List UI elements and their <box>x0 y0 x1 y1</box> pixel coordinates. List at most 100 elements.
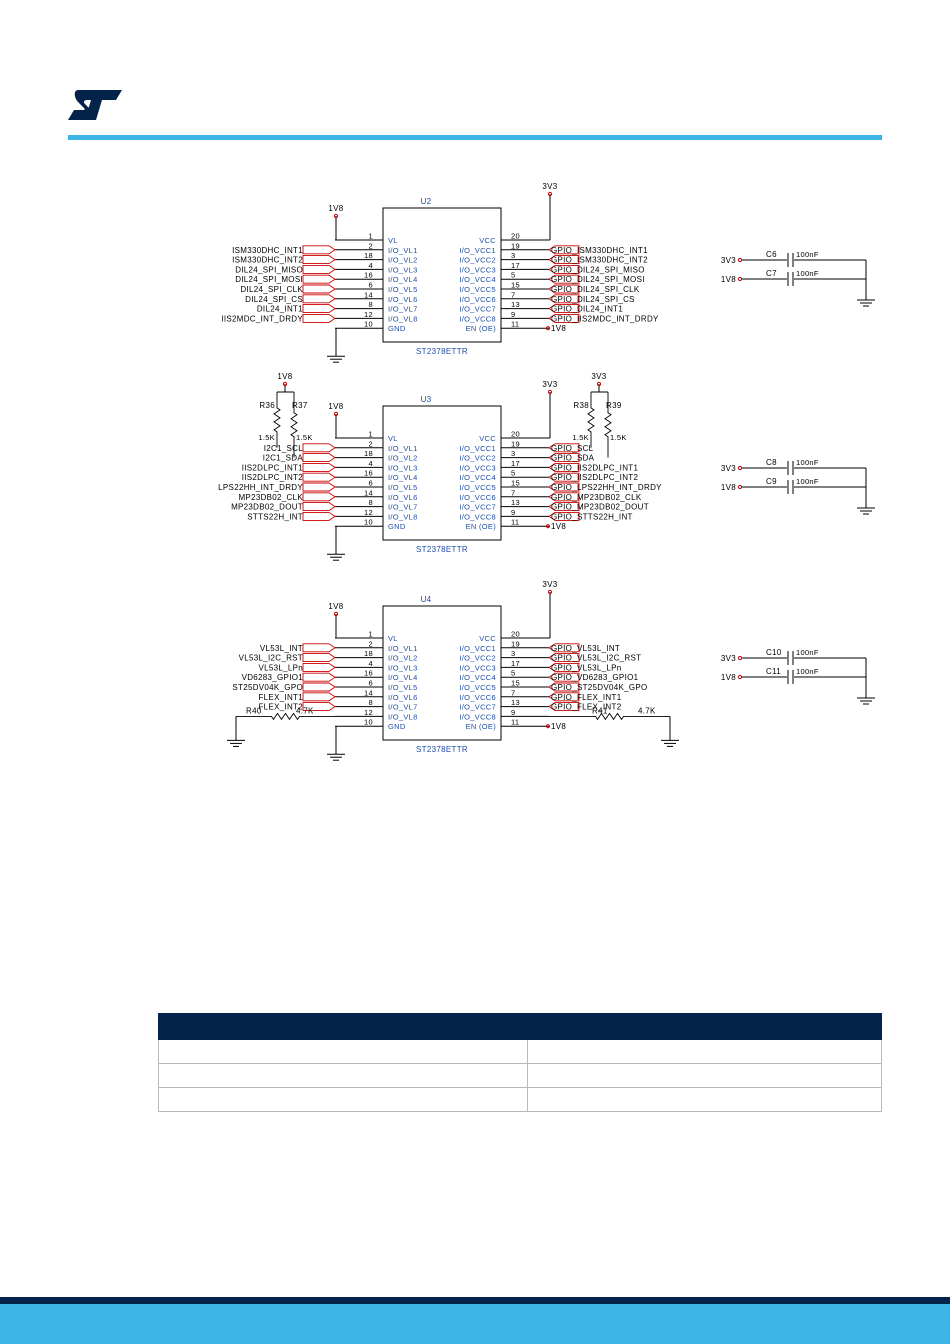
pin-number: 14 <box>364 290 373 299</box>
supply-label: 1V8 <box>328 204 343 213</box>
signal-port <box>302 692 336 702</box>
pin-name: I/O_VCC2 <box>459 454 496 463</box>
pin-number: 4 <box>369 659 373 668</box>
resistor-value-label: 1.5K <box>572 433 589 442</box>
supply-vcc-icon <box>547 589 553 595</box>
en-supply-icon <box>545 524 551 529</box>
en-supply-icon <box>545 724 551 729</box>
pin-name: I/O_VL5 <box>388 483 418 492</box>
signal-port <box>548 304 580 314</box>
signal-label: FLEX_INT1 <box>259 693 304 702</box>
cap-net-label: 3V3 <box>721 464 736 473</box>
pin-number: 3 <box>511 449 515 458</box>
pin-number: 7 <box>511 290 515 299</box>
pin-name: I/O_VL1 <box>388 644 418 653</box>
pin-name: I/O_VL3 <box>388 265 418 274</box>
pin-name: I/O_VL2 <box>388 256 418 265</box>
pin-name: I/O_VCC7 <box>459 503 496 512</box>
pin-name: I/O_VCC6 <box>459 493 496 502</box>
pulldown-resistor <box>549 712 670 721</box>
signal-label: ISM330DHC_INT1 <box>232 246 303 255</box>
pin-name: I/O_VCC1 <box>459 246 496 255</box>
pin-name: I/O_VL1 <box>388 246 418 255</box>
ground-icon <box>227 739 245 747</box>
resistor-ref-label: R41 <box>592 706 608 715</box>
signal-label: GPIO_IIS2DLPC_INT1 <box>551 463 638 472</box>
signal-label: IIS2DLPC_INT2 <box>242 473 304 482</box>
table-row <box>158 1063 882 1088</box>
signal-label: GPIO_DIL24_SPI_MISO <box>551 265 645 274</box>
pin-number: 19 <box>511 639 520 648</box>
pin-name: I/O_VL4 <box>388 673 418 682</box>
pullup-supply-icon <box>282 381 288 387</box>
signal-port <box>548 274 580 284</box>
cap-net-icon <box>737 674 743 680</box>
pin-number: 14 <box>364 688 373 697</box>
signal-port <box>302 294 336 304</box>
cap-value-label: 100nF <box>796 477 819 486</box>
signal-label: VL53L_I2C_RST <box>239 654 303 663</box>
signal-label: GPIO_IIS2MDC_INT_DRDY <box>551 314 659 323</box>
ic-ref-label: U3 <box>421 395 432 404</box>
supply-vl-icon <box>333 411 339 417</box>
pin-number: 8 <box>369 698 373 707</box>
signal-port <box>548 472 580 482</box>
signal-label: MP23DB02_DOUT <box>231 503 303 512</box>
cap-net-label: 1V8 <box>721 673 736 682</box>
pullup-resistor <box>604 392 612 458</box>
resistor-ref-label: R40 <box>246 706 262 715</box>
signal-label: VL53L_LPn <box>258 663 303 672</box>
resistor-ref-label: R36 <box>259 401 275 410</box>
table-header-row <box>158 1013 882 1040</box>
signal-label: GPIO_MP23DB02_CLK <box>551 493 642 502</box>
resistor-ref-label: R39 <box>606 401 622 410</box>
signal-label: GPIO_ISM330DHC_INT1 <box>551 246 648 255</box>
cap-value-label: 100nF <box>796 250 819 259</box>
pin-name: I/O_VL4 <box>388 275 418 284</box>
en-supply-label: 1V8 <box>551 722 566 731</box>
pin-number: 1 <box>369 232 373 241</box>
pin-name: I/O_VL5 <box>388 683 418 692</box>
pin-number: 17 <box>511 261 520 270</box>
pin-name: I/O_VL1 <box>388 444 418 453</box>
signal-port <box>548 692 580 702</box>
signal-port <box>302 502 336 512</box>
pin-number: 16 <box>364 669 373 678</box>
pin-name: I/O_VL5 <box>388 285 418 294</box>
pin-number: 9 <box>511 508 515 517</box>
signal-label: GPIO_VL53L_I2C_RST <box>551 654 641 663</box>
pin-name: EN (OE) <box>466 722 497 731</box>
signal-port <box>302 472 336 482</box>
signal-label: DIL24_SPI_CLK <box>240 285 303 294</box>
signal-port <box>548 482 580 492</box>
cap-net-icon <box>737 257 743 263</box>
ic-ref-label: U2 <box>421 197 432 206</box>
signal-port <box>548 245 580 255</box>
supply-vcc-icon <box>547 389 553 395</box>
table-cell <box>158 1087 528 1112</box>
signal-label: LPS22HH_INT_DRDY <box>218 483 303 492</box>
en-supply-label: 1V8 <box>551 324 566 333</box>
cap-net-label: 1V8 <box>721 483 736 492</box>
signal-port <box>548 443 580 453</box>
pin-name: EN (OE) <box>466 324 497 333</box>
signal-port <box>548 453 580 463</box>
pin-number: 1 <box>369 430 373 439</box>
signal-port <box>548 492 580 502</box>
signal-port <box>548 264 580 274</box>
signal-label: DIL24_INT1 <box>257 305 303 314</box>
ground-icon <box>327 355 345 363</box>
signal-port <box>548 502 580 512</box>
resistor-value-label: 1.5K <box>610 433 627 442</box>
pin-name: I/O_VCC2 <box>459 654 496 663</box>
pin-name: I/O_VL7 <box>388 703 418 712</box>
signal-port <box>548 702 580 712</box>
pin-number: 13 <box>511 300 520 309</box>
supply-label: 1V8 <box>328 402 343 411</box>
table-cell <box>527 1087 882 1112</box>
pin-name: I/O_VCC3 <box>459 463 496 472</box>
supply-vcc-icon <box>547 191 553 197</box>
table-cell <box>158 1039 528 1064</box>
pin-name: I/O_VCC2 <box>459 256 496 265</box>
signal-label: GPIO_ISM330DHC_INT2 <box>551 256 648 265</box>
